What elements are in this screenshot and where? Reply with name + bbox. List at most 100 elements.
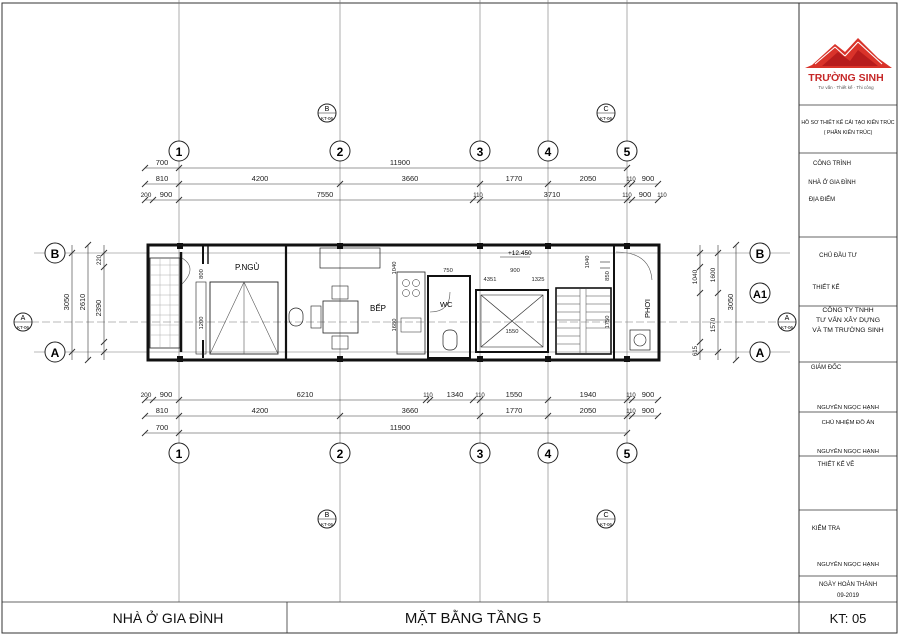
director-label: GIÁM ĐỐC [811,364,842,371]
investor-label: CHỦ ĐẦU TƯ [819,252,857,259]
svg-text:2: 2 [337,447,344,461]
dim-text: 810 [156,174,169,183]
lead-label: CHỦ NHIỆM ĐỒ ÁN [822,418,875,426]
dim-text: 110 [626,177,636,183]
dim-text: 3710 [544,190,561,199]
dim-text: 3050 [726,294,735,311]
footer-project: NHÀ Ở GIA ĐÌNH [113,609,224,626]
dim-text: 110 [626,409,636,415]
svg-text:3: 3 [477,145,484,159]
design-company-line3: VÀ TM TRƯỜNG SINH [812,325,884,334]
dim-text: 200 [141,392,152,399]
svg-text:B: B [325,512,330,519]
checker-label: KIỂM TRA [812,525,840,532]
footer-sheet-number: KT: 05 [830,611,867,626]
dim-text: 750 [443,268,453,274]
elevator-shaft [475,289,549,353]
dim-text: 110 [473,193,483,199]
section-mark-c-top: CKT-06 [596,103,616,123]
svg-text:KT-06: KT-06 [321,522,334,527]
dim-text: 1040 [585,256,591,269]
axis-bubble-5-top: 5 [616,140,638,162]
dimension-ticks [68,164,740,437]
svg-text:4: 4 [545,447,552,461]
exterior-wall [146,243,661,362]
project-value: NHÀ Ở GIA ĐÌNH [808,179,855,186]
dim-text: 1325 [532,277,545,283]
dim-text: 4351 [484,277,497,283]
design-company-line2: TƯ VẤN XÂY DỰNG [816,314,880,324]
dim-text: 4200 [252,174,269,183]
section-mark-b-top: BKT-06 [317,103,337,123]
dim-text: 615 [693,345,699,356]
axis-bubble-b-right: B [749,242,771,264]
room-label-bedroom: P.NGỦ [235,263,260,272]
room-label-wc: WC [440,300,453,309]
dim-text: 2390 [94,300,103,317]
title-block: HỒ SƠ THIẾT KẾ CẢI TẠO KIẾN TRÚC ( PHẦN … [801,119,894,599]
toilet [442,329,458,351]
dim-text: 700 [156,158,169,167]
svg-text:B: B [756,247,765,261]
axis-bubble-4-bottom: 4 [537,442,559,464]
dim-text: 1550 [506,390,523,399]
dim-text: 4200 [252,406,269,415]
dim-text: 1750 [605,316,611,329]
axis-bubble-b-left: B [44,242,66,264]
dim-text: 3660 [402,174,419,183]
dim-text: 1600 [710,267,717,282]
floor-plan: P.NGỦ BẾP WC PHƠI +12.450 800 1040 1200 … [146,243,661,362]
svg-text:C: C [603,106,608,113]
location-label: ĐỊA ĐIỂM [809,196,835,203]
dim-text: 900 [642,174,655,183]
axis-bubble-a1-right: A1 [749,282,771,304]
dim-text: 1940 [580,390,597,399]
axis-bubble-5-bottom: 5 [616,442,638,464]
dimension-lines [71,167,737,434]
dim-text: 1040 [692,269,699,284]
grid-lines [20,0,795,602]
dim-text: 1570 [710,317,717,332]
dim-text: 810 [156,406,169,415]
dim-text: 1770 [506,406,523,415]
svg-text:C: C [603,512,608,519]
room-label-drying: PHƠI [643,299,652,318]
balcony [149,257,181,349]
lead-name: NGUYỄN NGỌC HẠNH [817,448,879,455]
axis-bubble-3-bottom: 3 [469,442,491,464]
dim-text: 1040 [392,262,398,275]
dim-text: 900 [510,268,520,274]
section-mark-c-bottom: CKT-06 [596,509,616,529]
axis-bubble-2-top: 2 [329,140,351,162]
dim-text: 3660 [402,406,419,415]
wc-walls [427,275,471,359]
dim-text: 700 [156,423,169,432]
dim-text: 1770 [506,174,523,183]
logo-brand: TRƯỜNG SINH [808,71,883,84]
dim-text: 900 [642,406,655,415]
dim-text: 1680 [392,319,398,332]
svg-text:A1: A1 [753,289,767,301]
dim-text: 110 [475,393,485,399]
svg-text:5: 5 [624,447,631,461]
dim-text: 900 [639,190,652,199]
dim-text: 11900 [390,158,410,167]
room-label-kitchen: BẾP [370,303,386,313]
dim-text: 3050 [62,294,71,311]
dim-text: 7550 [317,190,334,199]
drafter-label: THIẾT KẾ VẼ [818,461,855,468]
svg-text:1: 1 [176,447,183,461]
director-name: NGUYỄN NGỌC HẠNH [817,404,879,411]
checker-name: NGUYỄN NGỌC HẠNH [817,561,879,568]
kitchen-counter [396,271,426,355]
project-label: CÔNG TRÌNH [813,160,851,167]
svg-text:KT-06: KT-06 [321,116,334,121]
dim-text: 2610 [78,294,87,311]
design-label: THIẾT KẾ [813,284,840,291]
dim-text: 1340 [447,390,464,399]
grid-axis-bubbles: 1 2 3 4 5 1 2 3 4 5 B A B A1 A [44,140,771,464]
wardrobe [195,281,207,355]
dim-text: 800 [199,269,205,279]
